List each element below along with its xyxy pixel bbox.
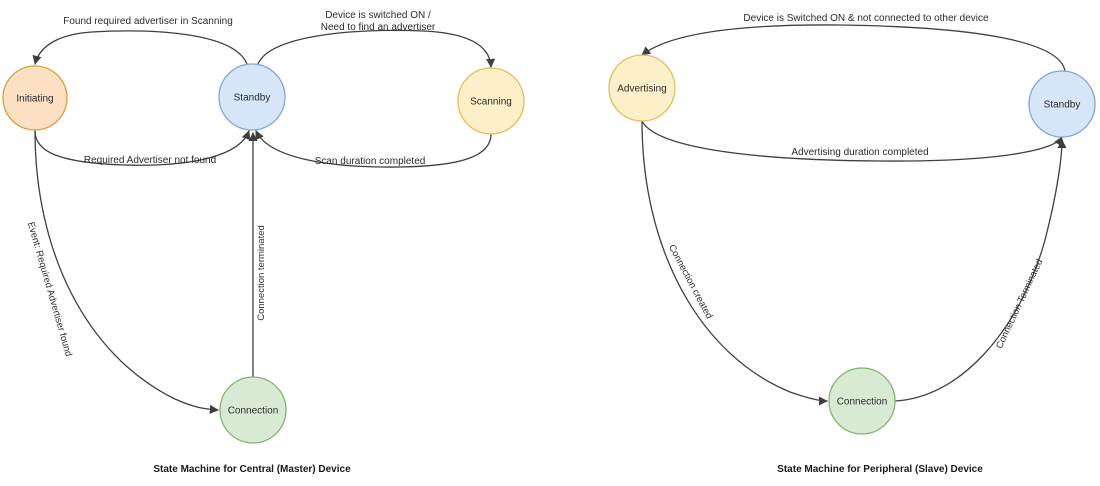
state-label-connection-central: Connection [228, 406, 279, 417]
caption-peripheral-slave: State Machine for Peripheral (Slave) Dev… [777, 464, 983, 475]
edge-standby-to-initiating [32, 30, 248, 65]
state-node-connection-peripheral[interactable] [828, 367, 896, 435]
state-label-initiating: Initiating [16, 94, 53, 105]
state-node-scanning[interactable] [457, 67, 525, 135]
edge-label-connection-terminated-peripheral: Connection Terminated [994, 257, 1045, 350]
edge-label-advertising-duration-completed: Advertising duration completed [791, 147, 928, 158]
diagram-peripheral-slave: Advertising Standby Connection Device is… [608, 13, 1096, 475]
edge-label-connection-created: Connection created [666, 243, 714, 321]
state-label-scanning: Scanning [470, 97, 512, 108]
edge-scanning-to-standby [255, 130, 492, 168]
edge-label-device-switched-on-not-connected: Device is Switched ON & not connected to… [743, 13, 989, 24]
edge-advertising-to-connection [641, 120, 828, 406]
edge-initiating-to-standby [34, 130, 251, 166]
edge-advertising-to-standby [641, 120, 1063, 162]
edge-initiating-to-connection [34, 130, 219, 414]
state-node-advertising[interactable] [608, 54, 676, 122]
edge-label-scan-duration-completed: Scan duration completed [315, 156, 426, 167]
state-label-advertising: Advertising [617, 84, 666, 95]
edge-label-connection-terminated-central: Connection terminated [256, 225, 267, 321]
state-node-initiating[interactable] [2, 65, 68, 131]
edge-label-required-advertiser-not-found: Required Advertiser not found [84, 155, 216, 166]
state-label-standby-peripheral: Standby [1044, 100, 1081, 111]
edge-standby-to-advertising [641, 24, 1066, 72]
edge-label-device-switched-on-line1: Device is switched ON / [325, 10, 431, 21]
edge-label-found-required-advertiser: Found required advertiser in Scanning [63, 16, 233, 27]
edge-label-event-required-advertiser-found: Event: Required Advertiser found [25, 221, 74, 358]
state-label-standby-central: Standby [234, 93, 271, 104]
state-label-connection-peripheral: Connection [837, 397, 888, 408]
state-node-standby-central[interactable] [218, 63, 286, 131]
edge-label-device-switched-on-line2: Need to find an advertiser [321, 22, 436, 33]
edge-connection-to-standby-peripheral [894, 139, 1067, 402]
diagram-central-master: Initiating Standby Scanning Connection F… [2, 10, 525, 475]
state-node-standby-peripheral[interactable] [1028, 70, 1096, 138]
edge-standby-to-scanning [257, 29, 496, 68]
state-node-connection-central[interactable] [219, 376, 287, 444]
caption-central-master: State Machine for Central (Master) Devic… [153, 464, 351, 475]
